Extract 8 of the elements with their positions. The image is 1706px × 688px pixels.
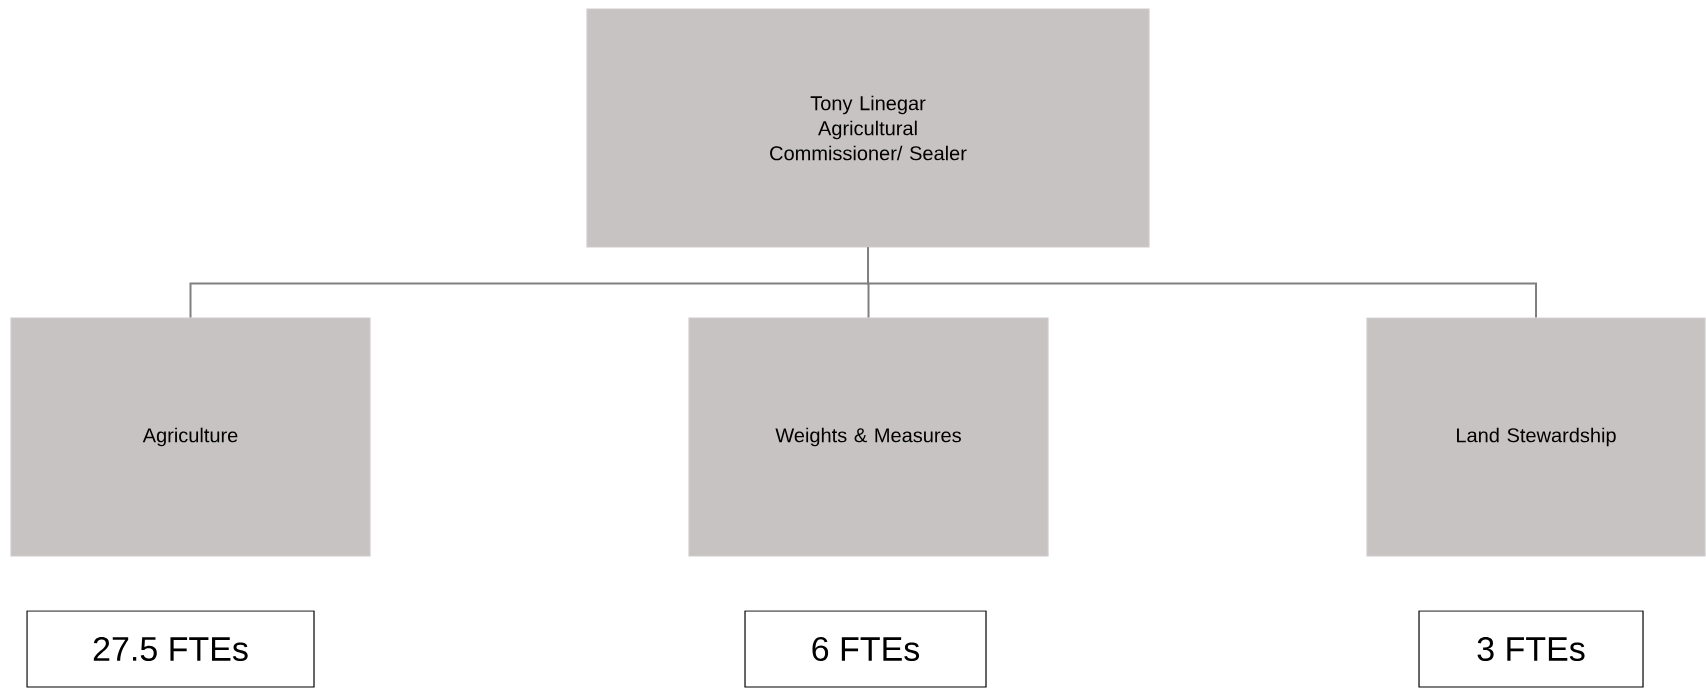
unit-box: Land Stewardship — [1366, 317, 1706, 557]
staff-count-box: 3 FTEs — [1418, 610, 1644, 688]
unit-box: Weights & Measures — [688, 317, 1049, 557]
unit-box: Tony Linegar Agricultural Commissioner/ Sealer — [586, 8, 1150, 248]
connector-line — [867, 246, 1537, 319]
staff-count-box: 27.5 FTEs — [26, 610, 315, 688]
unit-box: Agriculture — [10, 317, 371, 557]
staff-count-box: 6 FTEs — [744, 610, 987, 688]
